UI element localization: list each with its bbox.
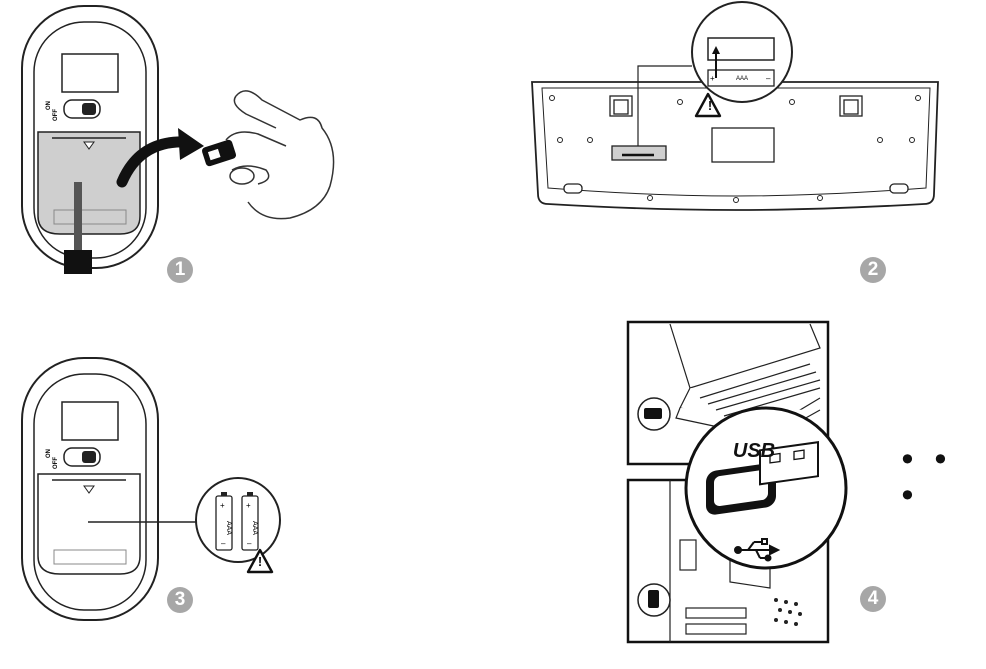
step-number-3: 3: [167, 587, 193, 613]
warning-icon: [694, 92, 722, 118]
switch-on-label-3: ON: [46, 449, 52, 458]
kb-battery-type: AAA: [736, 76, 748, 82]
kb-battery-plus: +: [710, 74, 715, 83]
mouse-bottom-closed-illustration: [21, 357, 281, 621]
mouse-bottom-open-illustration: [21, 5, 335, 274]
receiver-dongle-small: [201, 139, 237, 167]
kb-battery-minus: –: [766, 74, 771, 83]
batt1-minus: –: [221, 539, 226, 548]
step-number-1: 1: [167, 257, 193, 283]
mouse-battery-text: + AAA – + AAA –: [220, 501, 258, 548]
step-number-4: 4: [860, 586, 886, 612]
batt1-plus: +: [220, 501, 225, 510]
batt2-minus: –: [247, 539, 252, 548]
keyboard-bottom-illustration: [531, 1, 939, 211]
usb-plug-in-illustration: [626, 320, 848, 644]
batt1-type: AAA: [225, 521, 232, 535]
batt2-plus: +: [246, 501, 251, 510]
step-2-panel: 2: [520, 0, 960, 300]
step-4-panel: USB 4: [620, 318, 920, 648]
hand-icon: [225, 90, 335, 220]
switch-labels: ON OFF: [46, 101, 59, 121]
switch-labels-3: ON OFF: [46, 449, 59, 469]
warning-icon: [246, 548, 274, 574]
more-steps-indicator: • • •: [898, 441, 952, 515]
switch-off-label: OFF: [53, 109, 59, 121]
usb-symbol-icon: [734, 538, 781, 562]
step-number-2: 2: [860, 257, 886, 283]
usb-label: USB: [732, 440, 776, 462]
arrow-icon: [116, 136, 192, 188]
batt2-type: AAA: [251, 521, 258, 535]
keyboard-battery-text: + AAA –: [710, 74, 771, 83]
switch-off-label-3: OFF: [53, 457, 59, 469]
step-3-panel: 3: [0, 330, 400, 630]
warning-glyph-2: !: [707, 98, 713, 113]
switch-on-label: ON: [46, 101, 52, 110]
warning-glyph-3: !: [257, 554, 263, 569]
step-1-panel: 1: [0, 0, 400, 300]
